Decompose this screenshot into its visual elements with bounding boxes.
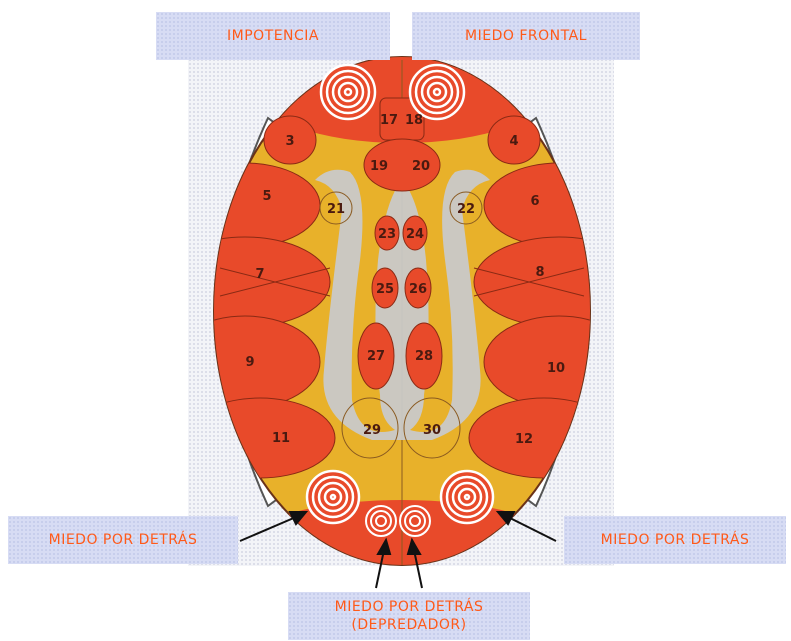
zone-7 [160, 237, 330, 327]
label-impotencia: IMPOTENCIA [156, 12, 390, 60]
zone-label-28: 28 [415, 349, 433, 364]
arrow-right [508, 517, 556, 541]
zone-label-17: 17 [380, 113, 398, 128]
label-miedo-frontal: MIEDO FRONTAL [412, 12, 640, 60]
zone-label-5: 5 [262, 189, 271, 204]
label-miedo-detras-right-text: MIEDO POR DETRÁS [601, 531, 750, 549]
target-top-left [321, 65, 375, 119]
label-miedo-detras-left-text: MIEDO POR DETRÁS [49, 531, 198, 549]
target-tail-right [400, 506, 430, 536]
zone-label-3: 3 [285, 134, 294, 149]
zone-label-26: 26 [409, 282, 427, 297]
zone-label-7: 7 [255, 267, 264, 282]
zone-label-21: 21 [327, 202, 345, 217]
label-miedo-detras-left: MIEDO POR DETRÁS [8, 516, 238, 564]
zone-label-18: 18 [405, 113, 423, 128]
zone-11 [185, 398, 335, 478]
zone-label-6: 6 [530, 194, 539, 209]
zone-label-30: 30 [423, 423, 441, 438]
zone-label-24: 24 [406, 227, 424, 242]
label-depredador-line1: MIEDO POR DETRÁS [335, 598, 484, 616]
zone-8 [474, 237, 644, 327]
zone-6 [484, 163, 634, 247]
zone-label-22: 22 [457, 202, 475, 217]
label-miedo-frontal-text: MIEDO FRONTAL [465, 27, 587, 45]
zone-label-29: 29 [363, 423, 381, 438]
label-miedo-depredador: MIEDO POR DETRÁS (DEPREDADOR) [288, 592, 530, 640]
zone-label-11: 11 [272, 431, 290, 446]
arrow-left [240, 517, 296, 541]
zone-label-27: 27 [367, 349, 385, 364]
label-depredador-line2: (DEPREDADOR) [351, 616, 466, 634]
label-impotencia-text: IMPOTENCIA [227, 27, 319, 45]
zone-label-19: 19 [370, 159, 388, 174]
target-tail-left [366, 506, 396, 536]
zone-label-10: 10 [547, 361, 565, 376]
zone-label-23: 23 [378, 227, 396, 242]
zone-label-20: 20 [412, 159, 430, 174]
zone-label-25: 25 [376, 282, 394, 297]
zone-label-12: 12 [515, 432, 533, 447]
target-top-right [410, 65, 464, 119]
target-bottom-left [307, 471, 359, 523]
zone-label-8: 8 [535, 265, 544, 280]
target-bottom-right [441, 471, 493, 523]
zone-5 [170, 163, 320, 247]
zone-label-9: 9 [245, 355, 254, 370]
zone-label-4: 4 [509, 134, 518, 149]
zone-12 [469, 398, 619, 478]
label-miedo-detras-right: MIEDO POR DETRÁS [564, 516, 786, 564]
